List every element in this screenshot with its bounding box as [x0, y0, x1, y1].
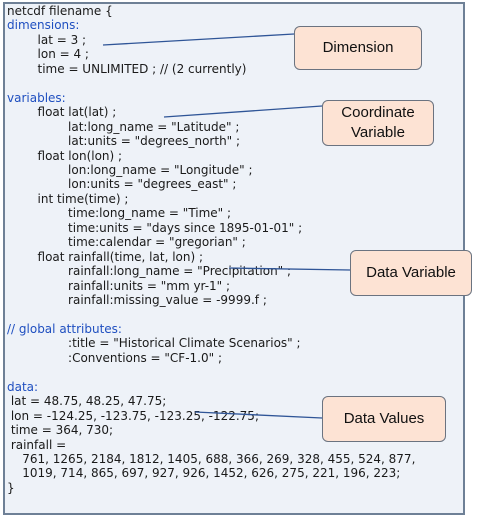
code-line: time:units = "days since 1895-01-01" ; — [7, 220, 303, 235]
callout-data-values: Data Values — [322, 396, 446, 442]
code-line: dimensions: — [7, 18, 80, 33]
callout-coordinate-variable-label: Coordinate Variable — [341, 104, 415, 141]
code-line: float lat(lat) ; — [7, 105, 117, 120]
code-line: lon = 4 ; — [7, 47, 89, 62]
code-line: lat:units = "degrees_north" ; — [7, 134, 241, 149]
leader-line-data-values — [194, 411, 323, 419]
callout-coordinate-variable: Coordinate Variable — [322, 100, 434, 146]
code-line: lat = 48.75, 48.25, 47.75; — [7, 394, 167, 409]
code-line: lon:long_name = "Longitude" ; — [7, 162, 253, 177]
callout-data-variable-label: Data Variable — [366, 264, 456, 281]
callout-dimension-label: Dimension — [322, 39, 394, 56]
code-line: time:long_name = "Time" ; — [7, 206, 232, 221]
callout-dimension: Dimension — [294, 26, 422, 70]
code-line: float lon(lon) ; — [7, 148, 123, 163]
leader-line-data-variable — [228, 267, 351, 271]
code-line: rainfall = — [7, 437, 67, 452]
callout-data-values-label: Data Values — [343, 410, 425, 427]
code-line: int time(time) ; — [7, 191, 129, 206]
code-line: float rainfall(time, lat, lon) ; — [7, 249, 204, 264]
code-line: time = 364, 730; — [7, 423, 114, 438]
code-line: time:calendar = "gregorian" ; — [7, 235, 246, 250]
code-line: lat = 3 ; — [7, 32, 87, 47]
code-line: 1019, 714, 865, 697, 927, 926, 1452, 626… — [7, 466, 401, 481]
code-line: variables: — [7, 90, 66, 105]
callout-data-variable: Data Variable — [350, 250, 472, 296]
code-line: rainfall:units = "mm yr-1" ; — [7, 278, 231, 293]
code-line: 761, 1265, 2184, 1812, 1405, 688, 366, 2… — [7, 451, 416, 466]
code-line: data: — [7, 379, 39, 394]
leader-line-dimension — [102, 33, 295, 46]
code-line: lon = -124.25, -123.75, -123.25, -122.75… — [7, 408, 259, 423]
code-line: :Conventions = "CF-1.0" ; — [7, 350, 223, 365]
code-line: lat:long_name = "Latitude" ; — [7, 119, 240, 134]
code-line: rainfall:long_name = "Precipitation" ; — [7, 264, 292, 279]
code-line: } — [7, 480, 15, 495]
code-line: rainfall:missing_value = -9999.f ; — [7, 293, 267, 307]
code-line: :title = "Historical Climate Scenarios" … — [7, 336, 301, 351]
code-line: lon:units = "degrees_east" ; — [7, 177, 237, 192]
code-line: time = UNLIMITED ; // (2 currently) — [7, 61, 247, 76]
leader-line-coordinate-variable — [163, 105, 323, 118]
code-line: netcdf filename { — [7, 4, 113, 18]
code-line: // global attributes: — [7, 321, 122, 336]
